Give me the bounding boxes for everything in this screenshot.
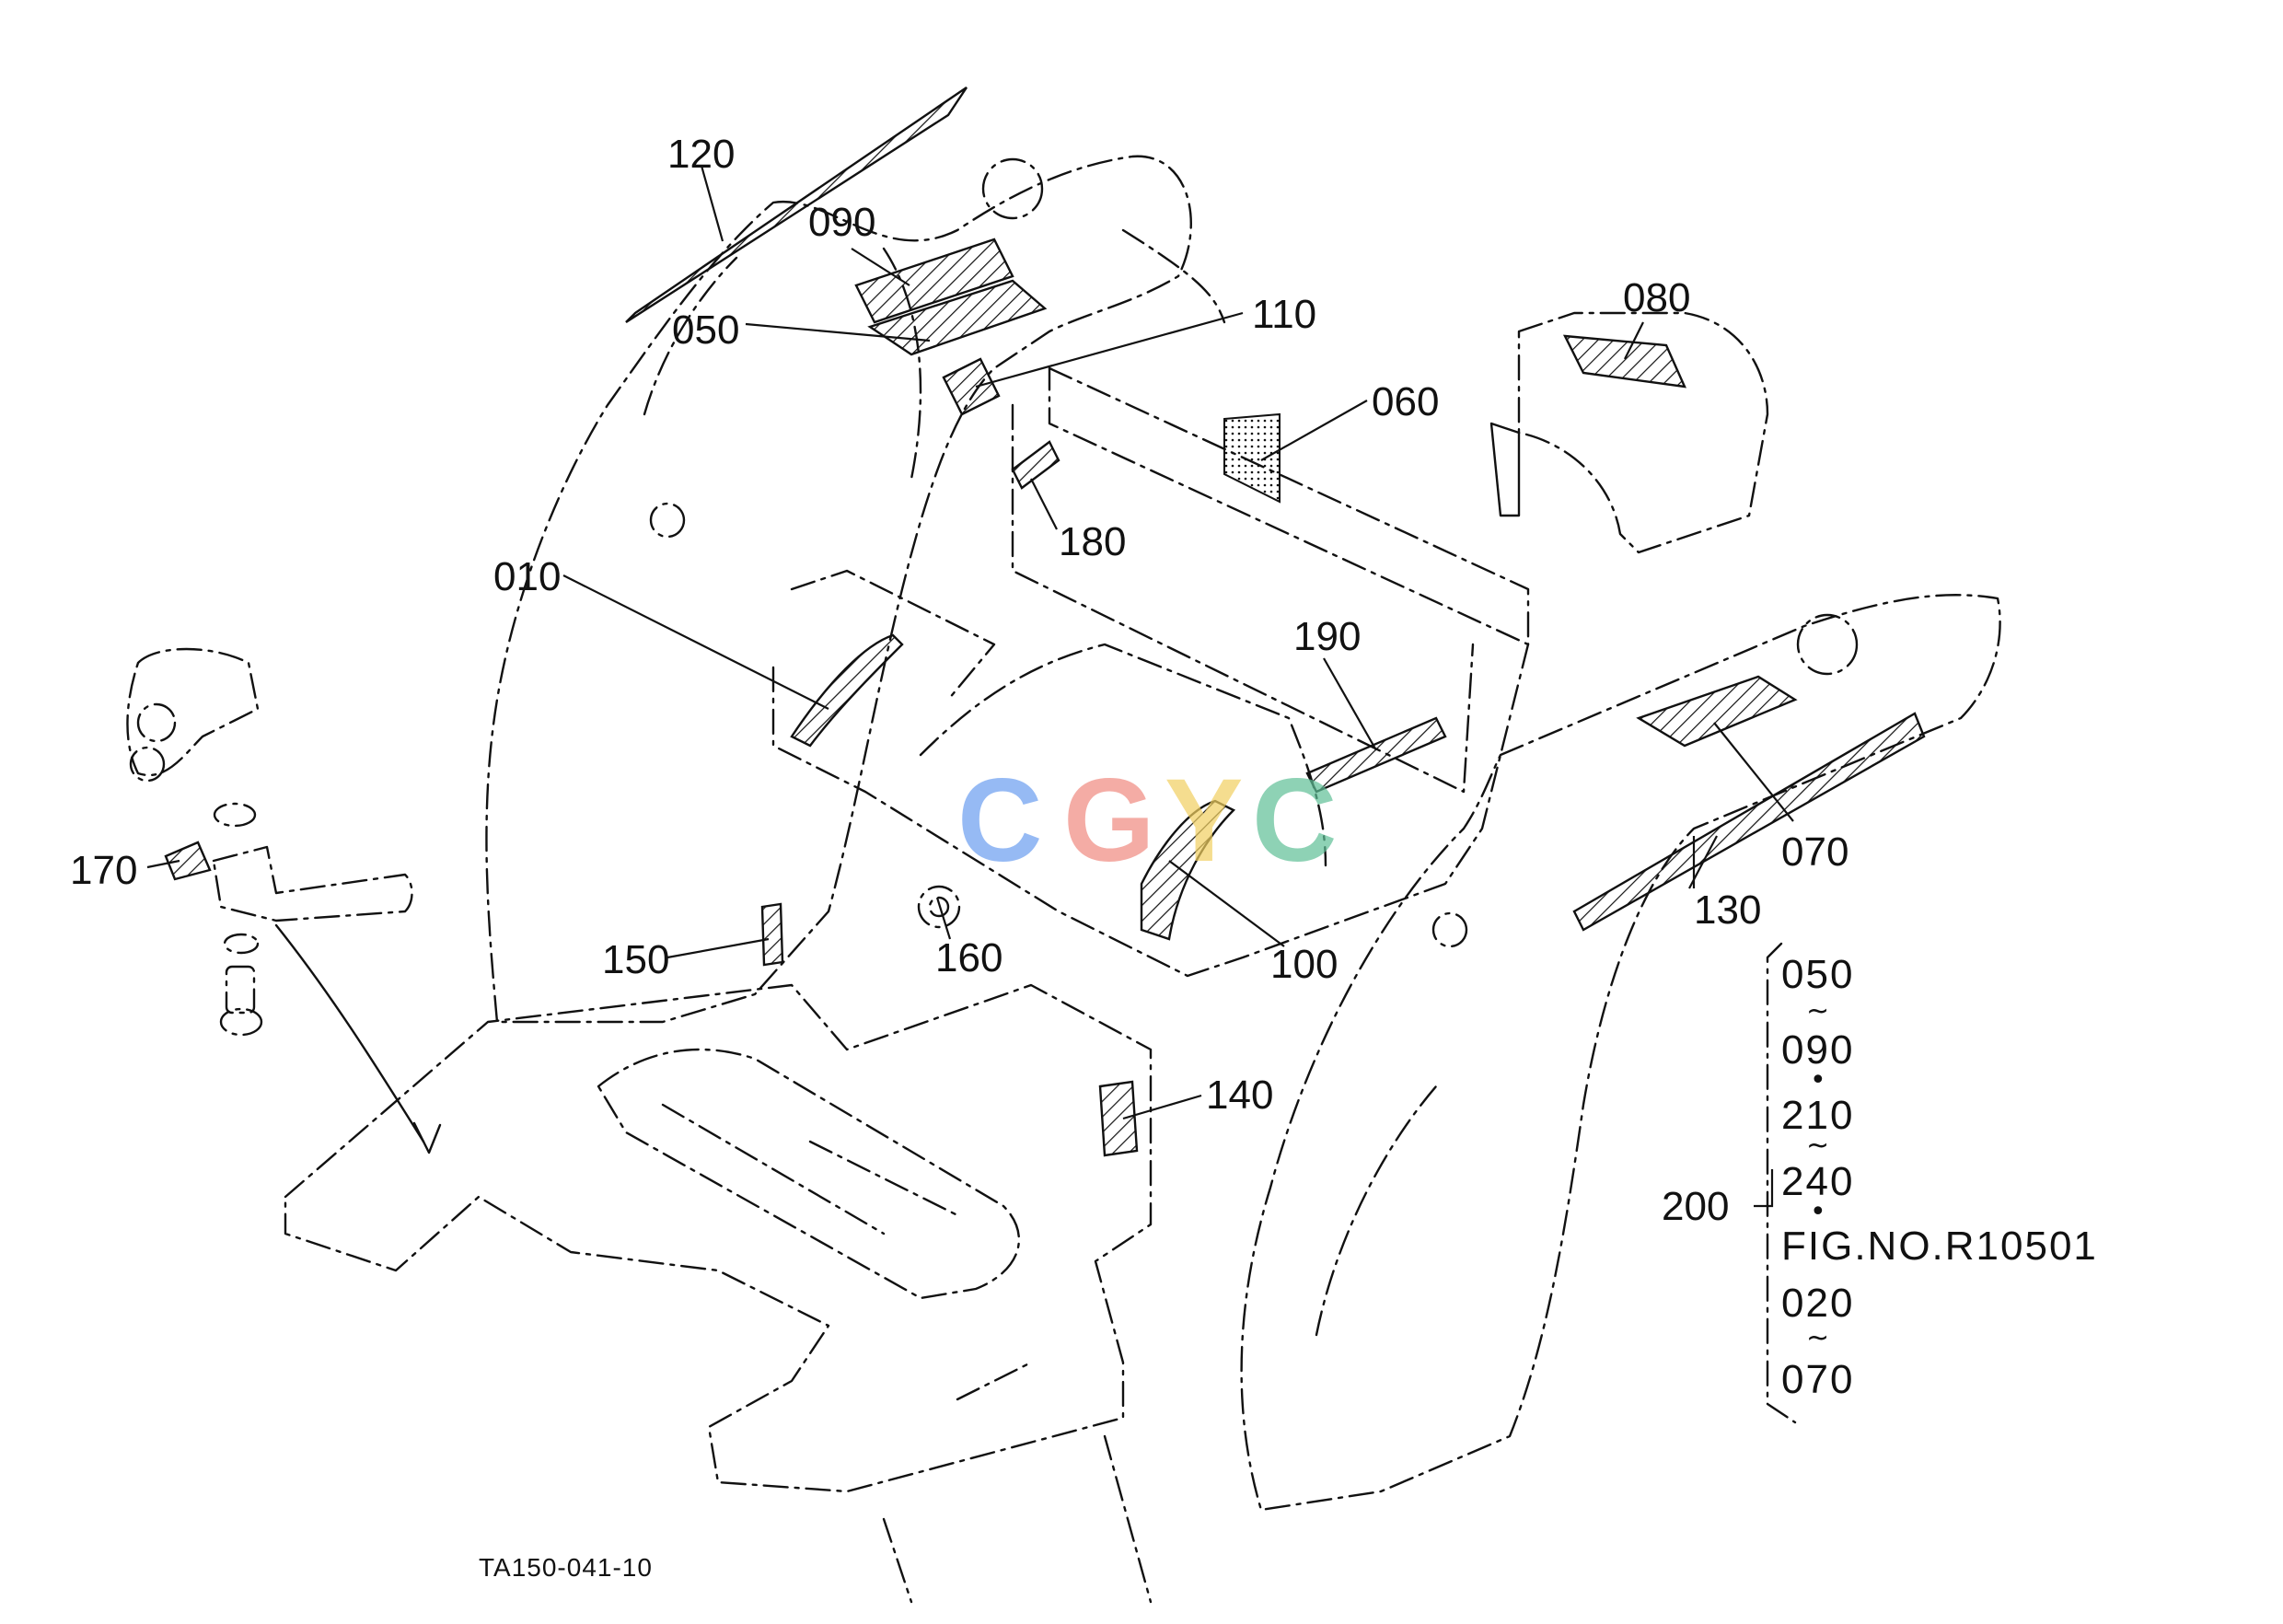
note-range-2: ~ xyxy=(1806,1130,1829,1162)
decal-150 xyxy=(760,902,784,967)
right-fender-bolt xyxy=(1431,911,1468,948)
callout-090: 090 xyxy=(808,200,875,245)
callout-080: 080 xyxy=(1623,275,1690,320)
note-range-3: ~ xyxy=(1806,1322,1829,1354)
decals xyxy=(164,87,1926,1157)
callout-120: 120 xyxy=(667,132,735,177)
watermark-letter-2: G xyxy=(1063,755,1155,887)
callout-100: 100 xyxy=(1270,942,1338,987)
callout-110: 110 xyxy=(1252,292,1316,337)
decal-140 xyxy=(1098,1080,1139,1157)
callout-060: 060 xyxy=(1372,379,1439,424)
callout-130: 130 xyxy=(1694,887,1761,933)
callout-190: 190 xyxy=(1293,614,1361,659)
decal-060 xyxy=(1223,412,1281,504)
leader-lines xyxy=(146,165,1797,1424)
decal-080 xyxy=(1562,334,1686,389)
note-line-090: 090 xyxy=(1781,1027,1854,1073)
decal-070 xyxy=(1636,675,1798,748)
note-line-070: 070 xyxy=(1781,1357,1854,1402)
note-range-1: ~ xyxy=(1806,995,1829,1027)
callout-050: 050 xyxy=(672,307,739,353)
callout-010: 010 xyxy=(493,554,561,599)
note-line-fig: FIG.NO.R10501 xyxy=(1781,1224,2098,1269)
decal-120 xyxy=(625,87,968,324)
watermark-letter-3: Y xyxy=(1165,755,1243,887)
watermark-letter-1: C xyxy=(957,755,1042,887)
decal-180 xyxy=(1011,440,1060,490)
callout-200: 200 xyxy=(1662,1184,1729,1229)
note-bullet-1: • xyxy=(1810,1064,1826,1096)
note-line-240: 240 xyxy=(1781,1159,1854,1204)
watermark-letter-4: C xyxy=(1252,755,1337,887)
decal-190 xyxy=(1305,716,1447,794)
decal-100 xyxy=(1140,799,1236,941)
right-cover xyxy=(1489,311,1769,554)
decal-110 xyxy=(942,357,1001,416)
right-fender-lamp xyxy=(1796,613,1859,676)
decal-090 xyxy=(854,238,1014,324)
callout-140: 140 xyxy=(1206,1073,1273,1118)
callout-170: 170 xyxy=(70,848,137,893)
valve-assembly xyxy=(126,647,442,1154)
note-line-050: 050 xyxy=(1781,952,1854,997)
note-bullet-2: • xyxy=(1810,1196,1826,1228)
note-line-210: 210 xyxy=(1781,1093,1854,1138)
callout-160: 160 xyxy=(935,935,1002,980)
watermark: C G Y C xyxy=(957,755,1337,887)
callout-150: 150 xyxy=(602,937,669,982)
note-line-020: 020 xyxy=(1781,1281,1854,1326)
callout-labels: 120 090 050 110 080 060 180 010 190 070 … xyxy=(70,132,1848,1229)
decal-010 xyxy=(790,633,904,748)
left-fender-bolt xyxy=(649,502,686,539)
callout-070: 070 xyxy=(1781,829,1848,875)
left-fender-lamp xyxy=(981,157,1044,220)
right-fender xyxy=(1240,594,2001,1512)
drawing-code: TA150-041-10 xyxy=(479,1553,653,1582)
center-console xyxy=(771,366,1530,978)
decal-050 xyxy=(867,279,1048,356)
callout-180: 180 xyxy=(1059,519,1126,564)
floor-plate xyxy=(284,983,1153,1604)
assembly-note: 050 ~ 090 • 210 ~ 240 • FIG.NO.R10501 02… xyxy=(1781,952,2098,1402)
decal-130 xyxy=(1572,712,1926,932)
decal-170 xyxy=(164,841,212,881)
console-plug xyxy=(917,885,961,929)
